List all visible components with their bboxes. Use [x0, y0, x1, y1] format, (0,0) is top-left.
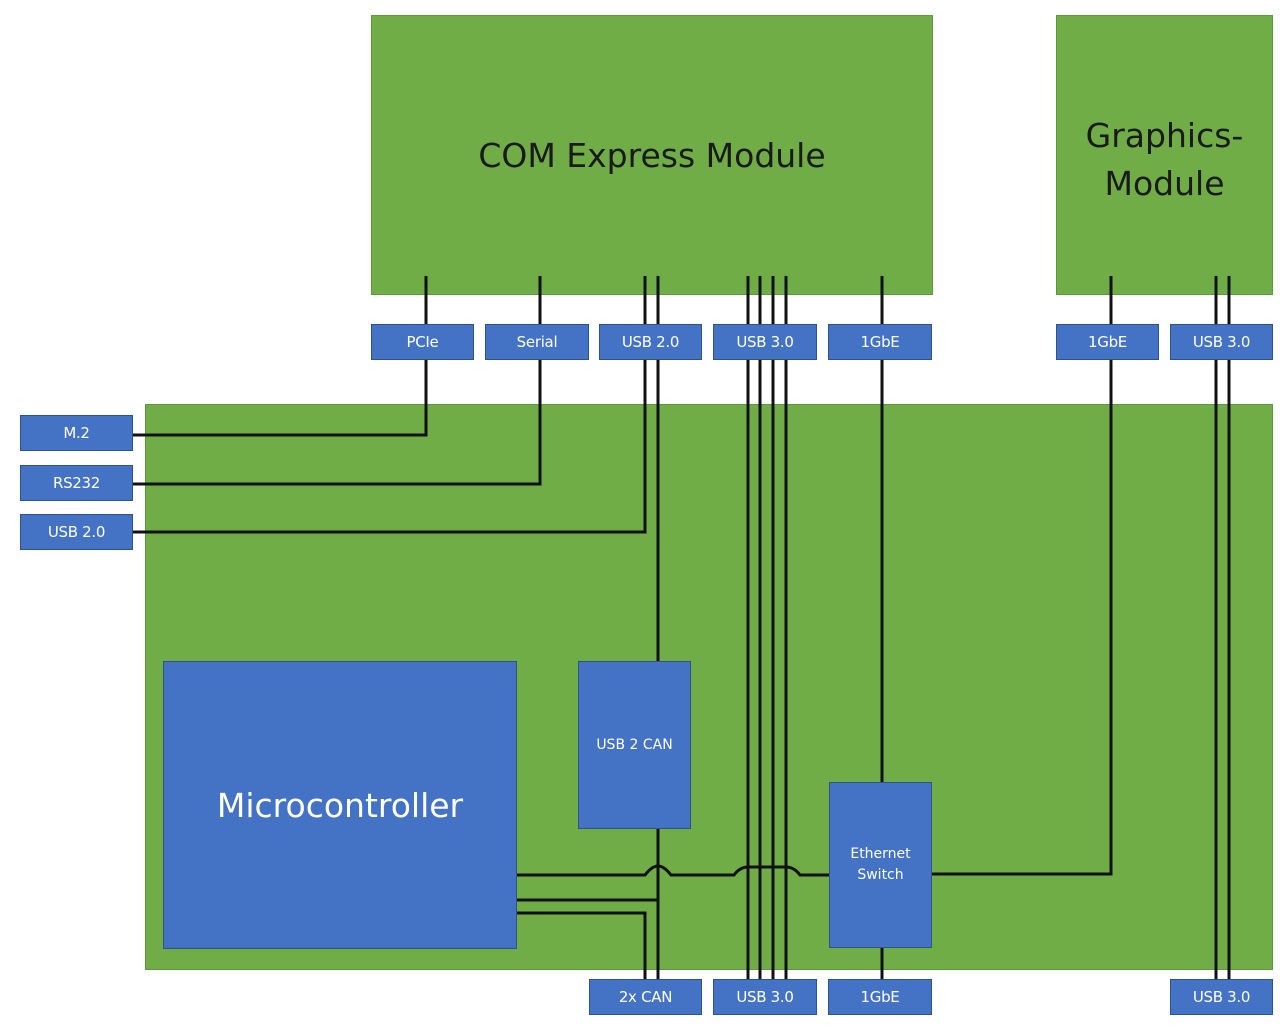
connector-usb2: USB 2.0	[20, 514, 133, 550]
graphics-module-label: Graphics- Module	[1056, 105, 1273, 215]
graphics-port-usb3: USB 3.0	[1170, 324, 1273, 360]
connector-gbe-bottom: 1GbE	[828, 979, 932, 1015]
connector-usb3-bottom: USB 3.0	[713, 979, 817, 1015]
connector-2x-can: 2x CAN	[589, 979, 702, 1015]
ethernet-switch-line1: Ethernet	[850, 846, 911, 862]
graphics-label-line2: Module	[1104, 164, 1225, 203]
graphics-label-line1: Graphics-	[1085, 116, 1244, 155]
com-port-usb3: USB 3.0	[713, 324, 817, 360]
usb2can-bridge: USB 2 CAN	[578, 661, 691, 829]
connector-m2: M.2	[20, 415, 133, 451]
wire-serial-rs232	[133, 360, 542, 486]
graphics-module	[1056, 15, 1273, 295]
graphics-port-gbe: 1GbE	[1056, 324, 1159, 360]
connector-rs232: RS232	[20, 465, 133, 501]
wire-gfx-gbe-switch	[932, 360, 1113, 876]
com-port-usb2: USB 2.0	[599, 324, 702, 360]
com-port-serial: Serial	[485, 324, 589, 360]
wire-mcu-can-b	[517, 911, 647, 979]
ethernet-switch: Ethernet Switch	[829, 782, 932, 948]
microcontroller: Microcontroller	[163, 661, 517, 949]
ethernet-switch-line2: Switch	[857, 867, 904, 883]
com-port-pcie: PCIe	[371, 324, 474, 360]
com-port-gbe: 1GbE	[828, 324, 932, 360]
wire-pcie-m2	[133, 360, 428, 437]
wire-usb2-connector	[133, 360, 647, 534]
connector-usb3-right: USB 3.0	[1170, 979, 1273, 1015]
com-express-module	[371, 15, 933, 295]
wire-mcu-switch	[517, 864, 829, 877]
com-express-label: COM Express Module	[478, 135, 826, 175]
